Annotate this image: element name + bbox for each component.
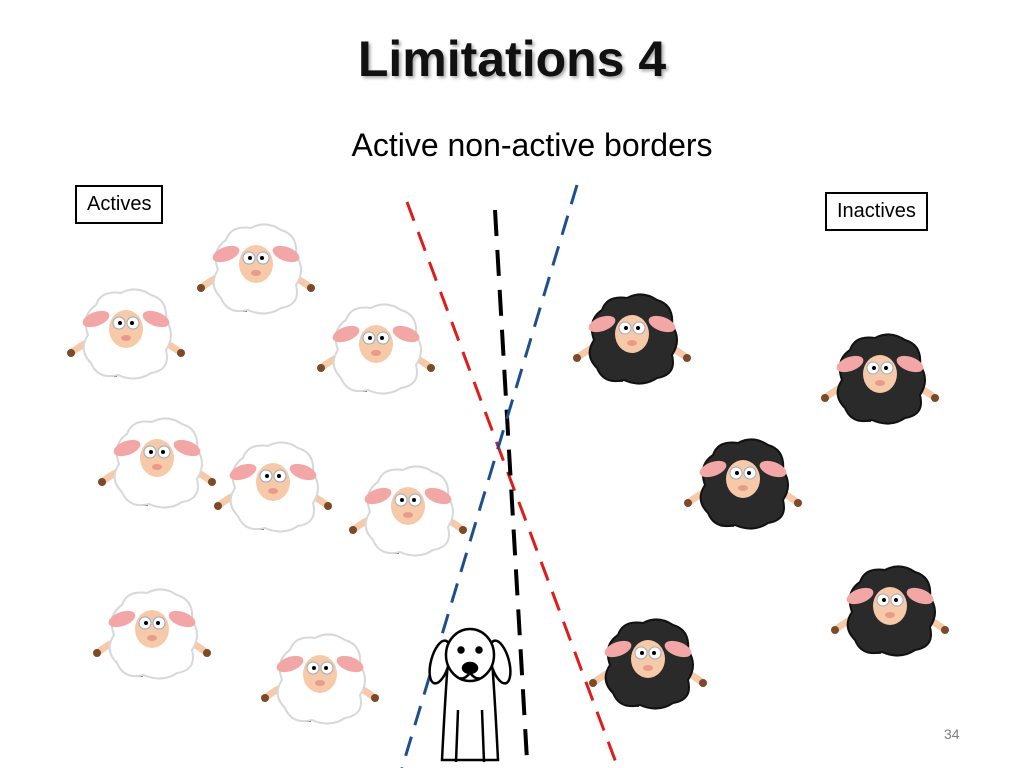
page-number: 34 <box>944 726 960 742</box>
dog-icon <box>426 629 515 762</box>
sheep-icon <box>317 304 435 393</box>
black-sheep-icon <box>684 439 802 528</box>
sheep-icon <box>197 224 315 313</box>
black-sheep-icon <box>589 619 707 708</box>
sheep-icon <box>93 589 211 678</box>
black-sheep-icon <box>573 294 691 383</box>
sheep-icon <box>214 442 332 531</box>
sheep-icon <box>349 466 467 555</box>
black-sheep-icon <box>821 334 939 423</box>
sheep-icon <box>67 289 185 378</box>
sheep-icon <box>261 634 379 723</box>
black-sheep-icon <box>831 566 949 655</box>
sheep-icon <box>98 418 216 507</box>
